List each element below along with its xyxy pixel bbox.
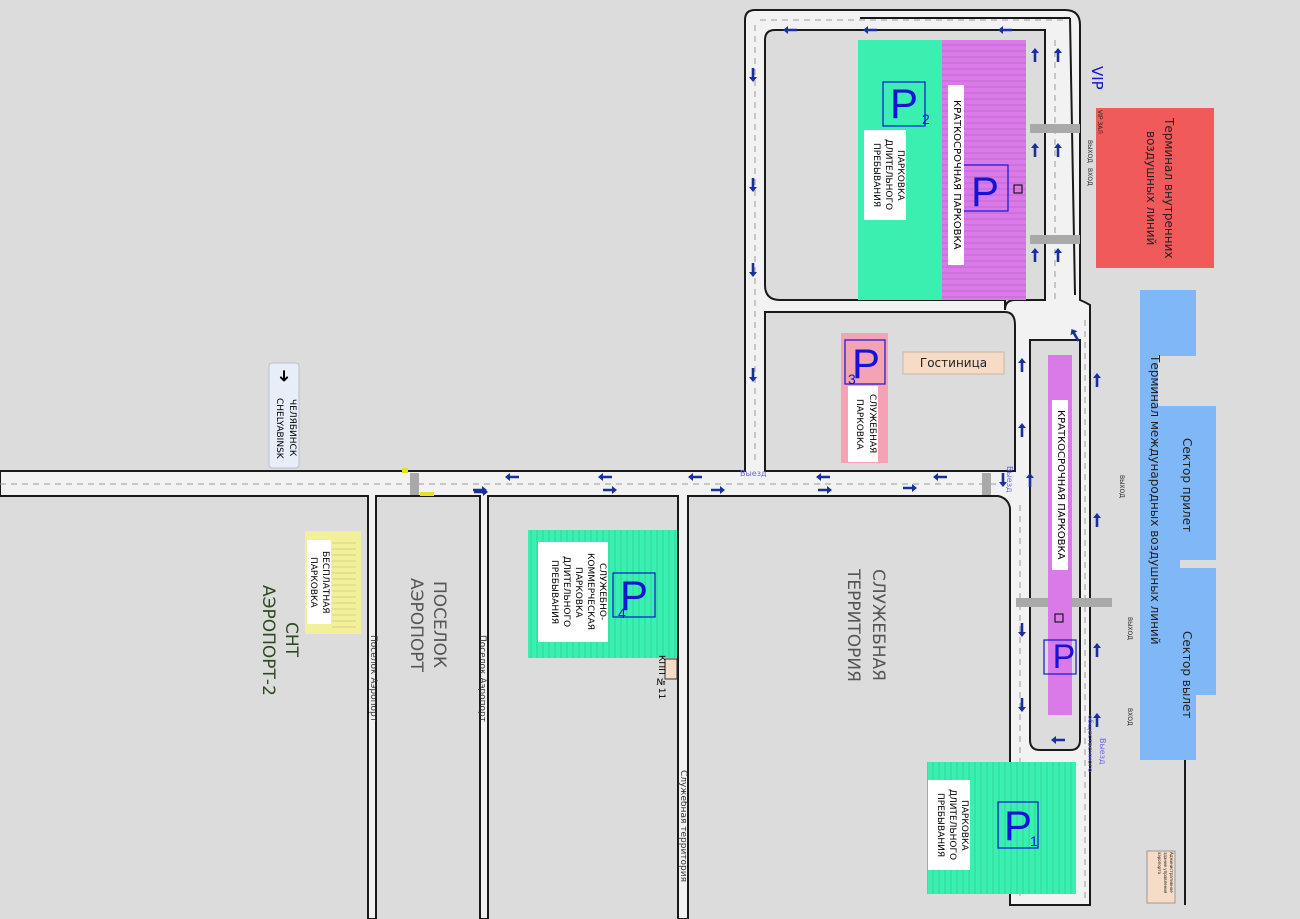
sector-departure-label: Сектор вылет [1180,631,1194,719]
parking-sign-frames [612,81,1077,849]
short-term-north-letter: P [971,168,999,215]
international-terminal-label: Терминал международных воздушных линий [1148,355,1162,645]
service-territory-label: СЛУЖЕБНАЯ ТЕРРИТОРИЯ [843,568,888,682]
exit-2-label: Выезд [1005,466,1014,493]
admin-building [1146,850,1176,904]
parking-p2-label: ПАРКОВКА ДЛИТЕЛЬНОГО ПРЕБЫВАНИЯ [871,139,905,211]
domestic-terminal-label: Терминал внутренних воздушных линий [1144,117,1176,259]
parking-p3-label: СЛУЖЕБНАЯ ПАРКОВКА [854,394,877,454]
vip-label: VIP [1088,65,1106,90]
exit-label: ВЫХОД [1086,140,1093,163]
checkpoint-label: КПП №11 [656,655,666,700]
entrance-label: ВХОД [1086,168,1093,186]
snt-label: СНТ АЭРОПОРТ-2 [258,584,301,696]
short-term-south-letter: P [1053,638,1076,676]
parking-p4-number: 4 [618,605,626,621]
arrow-left-icon: ➜ [275,369,294,382]
parking-p3-number: 3 [848,371,856,387]
lane-markings [0,19,1086,900]
service-road-label: Служебная территория [678,770,688,883]
parking-p1-label: ПАРКОВКА ДЛИТЕЛЬНОГО ПРЕБЫВАНИЯ [935,789,969,861]
street-2-label: Поселок Аэропорт [477,635,487,722]
entrance-label: ВХОД [1126,708,1133,726]
sector-arrival-label: Сектор прилет [1180,437,1194,533]
street-1-label: Поселок Аэропорт [368,635,378,722]
terminal-road-edge [860,17,1076,300]
hotel-building [902,351,1005,375]
marker [420,492,434,496]
chelyabinsk-sign [268,362,300,469]
marker [402,468,408,473]
free-parking-label: БЕСПЛАТНАЯ ПАРКОВКА [308,550,330,614]
admin-building-label: Административное здание управления аэроп… [1157,852,1174,894]
exit-3-label: Выезд [1098,738,1107,765]
parking-p3-letter: P [852,340,880,387]
parking-p4-letter: P [620,572,648,619]
exit-label: ВЫХОД [1118,475,1125,498]
exit-1-label: Выезд [740,469,767,478]
checkpoint-building [664,658,678,680]
parking-p4-label: СЛУЖЕБНО-КОММЕРЧЕСКАЯ ПАРКОВКА ДЛИТЕЛЬНО… [549,553,607,631]
parking-p1-number: 1 [1030,833,1038,849]
vip-hall-label: VIP ЗАЛ [1096,110,1103,134]
parking-p1-letter: P [1004,802,1032,849]
chelyabinsk-en-label: CHELYABINSK [274,397,284,459]
parking-p2-letter: P [890,80,918,127]
parking-p2-number: 2 [922,111,930,127]
exit-label: ВЫХОД [1126,617,1133,640]
short-term-parking-north-label: КРАТКОСРОЧНАЯ ПАРКОВКА [951,100,962,250]
domestic-terminal [1096,108,1214,268]
chelyabinsk-ru-label: ЧЕЛЯБИНСК [287,399,297,457]
short-term-parking-south-label: КРАТКОСРОЧНАЯ ПАРКОВКА [1055,410,1066,560]
settlement-label: ПОСЕЛОК АЭРОПОРТ [406,578,449,672]
international-terminal [1140,290,1216,760]
hotel-label: Гостиница [919,356,988,370]
public-transport-label: общественного транспорта [1086,715,1094,773]
